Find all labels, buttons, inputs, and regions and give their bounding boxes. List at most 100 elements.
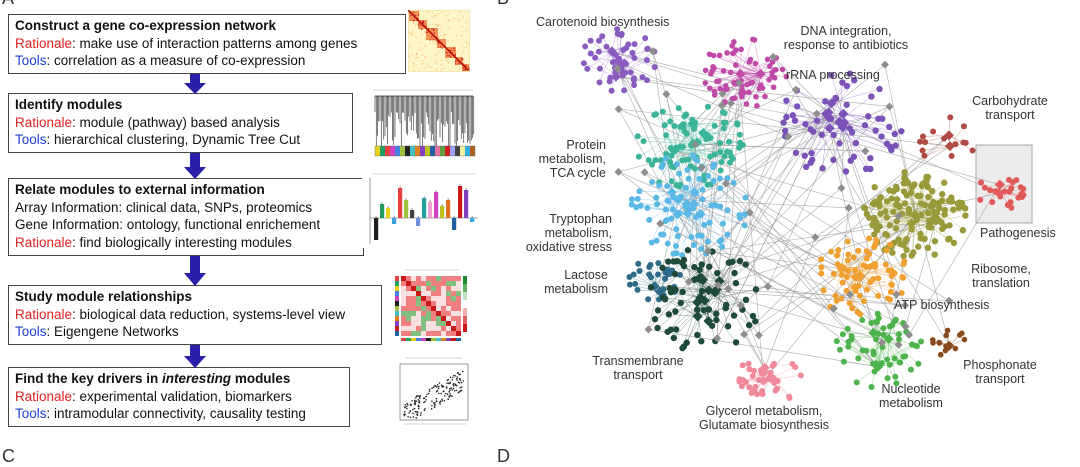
gene-node: [782, 128, 788, 134]
gene-node: [646, 157, 652, 163]
gene-node: [695, 233, 701, 239]
gene-node: [900, 354, 906, 360]
gene-node: [609, 88, 615, 94]
gene-node: [962, 205, 968, 211]
gene-node: [671, 286, 677, 292]
gene-node: [718, 159, 724, 165]
gene-node: [962, 337, 968, 343]
gene-node: [878, 194, 884, 200]
gene-node: [917, 139, 923, 145]
gene-node: [845, 252, 851, 258]
gene-node: [655, 260, 661, 266]
gene-node: [851, 154, 857, 160]
gene-node: [893, 317, 899, 323]
gene-node: [939, 197, 945, 203]
label-glycerol-metabolism: Glycerol metabolism, Glutamate biosynthe…: [684, 404, 844, 432]
gene-node: [724, 149, 730, 155]
connector-node: [861, 147, 869, 155]
gene-node: [649, 179, 655, 185]
gene-node: [686, 176, 692, 182]
gene-node: [947, 114, 953, 120]
gene-node: [728, 70, 734, 76]
gene-node: [699, 196, 705, 202]
gene-node: [886, 124, 892, 130]
gene-node: [849, 129, 855, 135]
gene-node: [853, 140, 859, 146]
gene-node: [851, 254, 857, 260]
gene-node: [876, 86, 882, 92]
gene-node: [818, 256, 824, 262]
gene-node: [637, 268, 643, 274]
gene-node: [694, 332, 700, 338]
gene-node: [666, 311, 672, 317]
gene-node: [732, 95, 738, 101]
gene-node: [929, 188, 935, 194]
gene-node: [582, 43, 588, 49]
gene-node: [652, 157, 658, 163]
gene-node: [753, 286, 759, 292]
gene-node: [631, 82, 637, 88]
gene-node: [923, 174, 929, 180]
gene-node: [808, 150, 814, 156]
gene-node: [862, 122, 868, 128]
gene-node: [844, 83, 850, 89]
gene-node: [674, 161, 680, 167]
gene-node: [875, 293, 881, 299]
label-line: Tryptophan: [500, 212, 612, 226]
gene-node: [909, 342, 915, 348]
gene-node: [635, 261, 641, 267]
gene-node: [859, 317, 865, 323]
gene-node: [867, 155, 873, 161]
gene-node: [599, 33, 605, 39]
label-line: translation: [958, 276, 1044, 290]
gene-node: [771, 84, 777, 90]
gene-node: [900, 253, 906, 259]
gene-node: [666, 198, 672, 204]
gene-node: [644, 205, 650, 211]
label-line: Nucleotide: [866, 382, 956, 396]
label-line: metabolism,: [500, 226, 612, 240]
gene-node: [828, 249, 834, 255]
gene-node: [752, 318, 758, 324]
gene-node: [893, 186, 899, 192]
gene-node: [649, 240, 655, 246]
gene-node: [581, 60, 587, 66]
gene-node: [672, 308, 678, 314]
gene-node: [950, 206, 956, 212]
gene-node: [659, 164, 665, 170]
gene-node: [660, 109, 666, 115]
label-transmembrane-transport: Transmembrane transport: [586, 354, 690, 382]
gene-node: [707, 85, 713, 91]
gene-node: [744, 101, 750, 107]
gene-node: [899, 274, 905, 280]
gene-node: [737, 132, 743, 138]
connector-node: [845, 204, 853, 212]
gene-node: [1020, 186, 1026, 192]
gene-node: [810, 128, 816, 134]
gene-node: [717, 175, 723, 181]
gene-node: [844, 274, 850, 280]
gene-node: [931, 209, 937, 215]
gene-node: [702, 80, 708, 86]
gene-node: [675, 233, 681, 239]
gene-node: [635, 196, 641, 202]
label-line: DNA integration,: [764, 24, 928, 38]
label-line: metabolism: [866, 396, 956, 410]
gene-node: [898, 128, 904, 134]
gene-node: [720, 109, 726, 115]
gene-node: [864, 287, 870, 293]
gene-node: [930, 337, 936, 343]
gene-node: [790, 112, 796, 118]
gene-node: [619, 31, 625, 37]
gene-node: [738, 91, 744, 97]
gene-node: [717, 140, 723, 146]
gene-node: [678, 300, 684, 306]
gene-node: [629, 202, 635, 208]
gene-node: [638, 203, 644, 209]
label-nucleotide-metabolism: Nucleotide metabolism: [866, 382, 956, 410]
connector-node: [811, 233, 819, 241]
gene-node: [731, 39, 737, 45]
gene-node: [597, 66, 603, 72]
gene-node: [874, 227, 880, 233]
gene-node: [837, 347, 843, 353]
